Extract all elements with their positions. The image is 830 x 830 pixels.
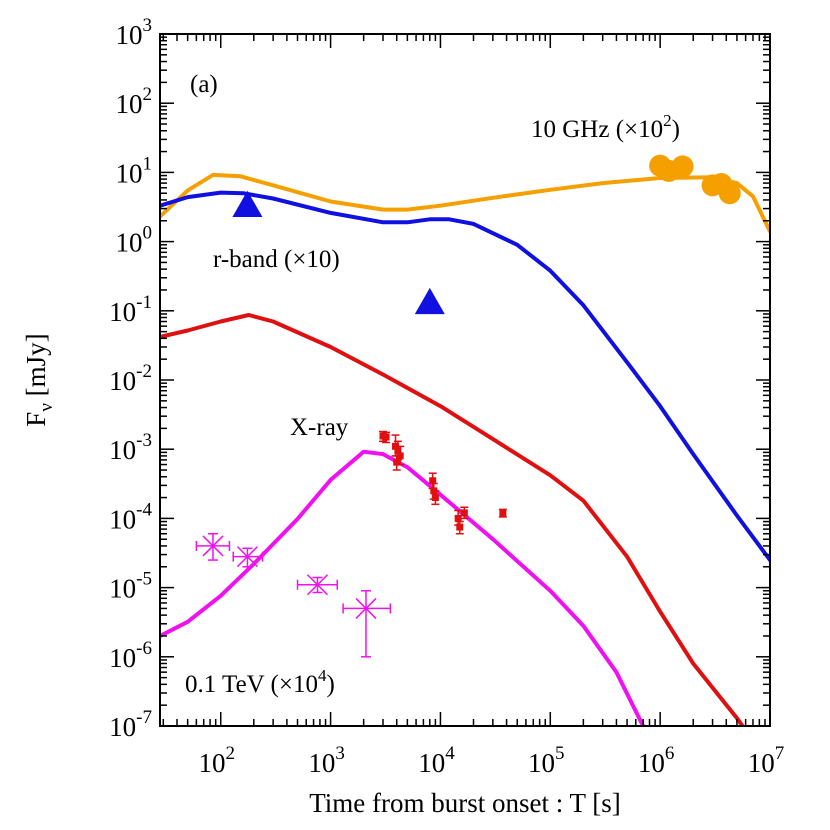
rband-annotation: r-band (×10) (213, 246, 340, 273)
y-tick-label: 102 (116, 84, 153, 119)
y-tick-label: 100 (116, 223, 153, 258)
xray-data-point (460, 506, 469, 520)
y-tick-label: 10-1 (109, 292, 152, 327)
series-line-1 (160, 190, 770, 563)
xray-data-point (431, 490, 440, 506)
y-tick-label: 10-7 (109, 707, 152, 742)
tev-data-point (342, 590, 392, 658)
y-axis-label-sub: ν (36, 403, 57, 412)
y-tick-label: 10-4 (109, 499, 152, 534)
x-tick-label: 103 (308, 743, 345, 778)
y-tick-label: 10-5 (109, 569, 152, 604)
x-axis-label: Time from burst onset : T [s] (309, 788, 621, 818)
series-line-2 (160, 313, 746, 726)
x-tick-label: 106 (638, 743, 675, 778)
xray-data-point (498, 508, 507, 518)
radio-data-point (671, 155, 694, 178)
series-line-3 (160, 449, 646, 726)
x-tick-label: 105 (528, 743, 565, 778)
radio-data-point (718, 182, 741, 205)
tev-data-point (296, 574, 339, 596)
tick-layer (160, 33, 771, 727)
xray-data-point (382, 431, 391, 444)
xray-annotation: X-ray (290, 414, 349, 441)
xray-data-point (455, 520, 464, 535)
y-axis-label: Fν [mJy] (21, 333, 57, 426)
xray-data-point (392, 455, 401, 471)
x-tick-label: 102 (198, 743, 235, 778)
tick-label-layer: 102 103 104 105 106 107 10-7 10-6 10-5 10-4 10-3 10… (109, 15, 784, 778)
y-tick-label: 103 (116, 15, 153, 50)
radio-annotation: 10 GHz (×102) (531, 111, 680, 143)
y-tick-label: 101 (116, 153, 153, 188)
x-tick-label: 104 (418, 743, 455, 778)
y-tick-label: 10-3 (109, 430, 152, 465)
tev-data-point (232, 546, 264, 568)
y-tick-label: 10-2 (109, 361, 152, 396)
radio-annotation-exp: 2 (663, 111, 672, 130)
y-tick-label: 10-6 (109, 638, 152, 673)
rband-data-point (232, 190, 263, 217)
tev-data-point (195, 533, 231, 561)
tev-annotation: 0.1 TeV (×104) (185, 666, 335, 698)
x-tick-label: 107 (748, 743, 785, 778)
marker-layer (195, 154, 741, 658)
tev-annotation-exp: 4 (318, 666, 327, 685)
panel-label: (a) (190, 71, 218, 98)
rband-data-point (414, 287, 445, 315)
